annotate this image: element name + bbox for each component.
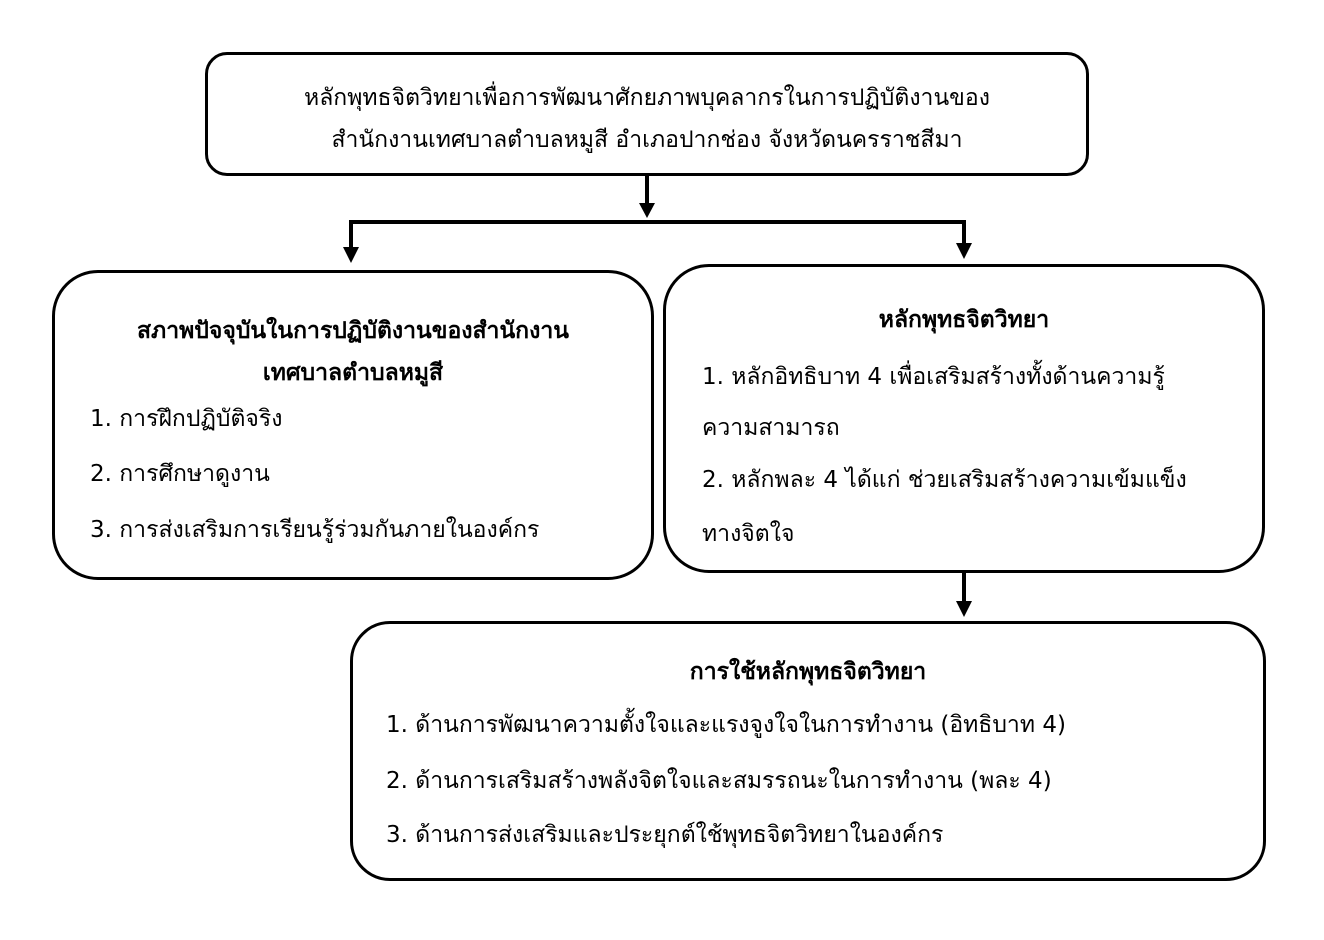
main-topic-box: หลักพุทธจิตวิทยาเพื่อการพัฒนาศักยภาพบุคล…: [205, 52, 1089, 176]
application-item: 3. ด้านการส่งเสริมและประยุกต์ใช้พุทธจิตว…: [386, 822, 944, 848]
main-topic-line-1: หลักพุทธจิตวิทยาเพื่อการพัฒนาศักยภาพบุคล…: [304, 85, 990, 111]
current-state-heading-line-1: สภาพปัจจุบันในการปฏิบัติงานของสำนักงาน: [137, 318, 569, 344]
main-topic-line-2: สำนักงานเทศบาลตำบลหมูสี อำเภอปากช่อง จัง…: [331, 127, 963, 153]
principle-item-1-line-1: 1. หลักอิทธิบาท 4 เพื่อเสริมสร้างทั้งด้า…: [702, 364, 1165, 390]
arrowhead-right: [956, 243, 972, 259]
application-item: 2. ด้านการเสริมสร้างพลังจิตใจและสมรรถนะใ…: [386, 768, 1052, 794]
application-box: การใช้หลักพุทธจิตวิทยา 1. ด้านการพัฒนาคว…: [350, 621, 1266, 881]
current-state-item: 3. การส่งเสริมการเรียนรู้ร่วมกันภายในองค…: [90, 517, 540, 543]
buddhist-psychology-box: หลักพุทธจิตวิทยา 1. หลักอิทธิบาท 4 เพื่อ…: [663, 264, 1265, 573]
current-state-heading-line-2: เทศบาลตำบลหมูสี: [262, 360, 444, 386]
current-state-item: 1. การฝึกปฏิบัติจริง: [90, 406, 283, 432]
principle-item-1-line-2: ความสามารถ: [702, 415, 840, 441]
arrowhead-left: [343, 247, 359, 263]
principle-item-2-line-1: 2. หลักพละ 4 ได้แก่ ช่วยเสริมสร้างความเข…: [702, 467, 1187, 493]
arrowhead-bottom: [956, 601, 972, 617]
principle-item-2-line-2: ทางจิตใจ: [702, 521, 795, 547]
buddhist-psychology-heading: หลักพุทธจิตวิทยา: [878, 307, 1050, 333]
current-state-box: สภาพปัจจุบันในการปฏิบัติงานของสำนักงาน เ…: [52, 270, 654, 580]
current-state-item: 2. การศึกษาดูงาน: [90, 461, 270, 487]
application-item: 1. ด้านการพัฒนาความตั้งใจและแรงจูงใจในกา…: [386, 712, 1066, 738]
application-heading: การใช้หลักพุทธจิตวิทยา: [689, 659, 927, 685]
arrowhead-top: [639, 203, 655, 218]
